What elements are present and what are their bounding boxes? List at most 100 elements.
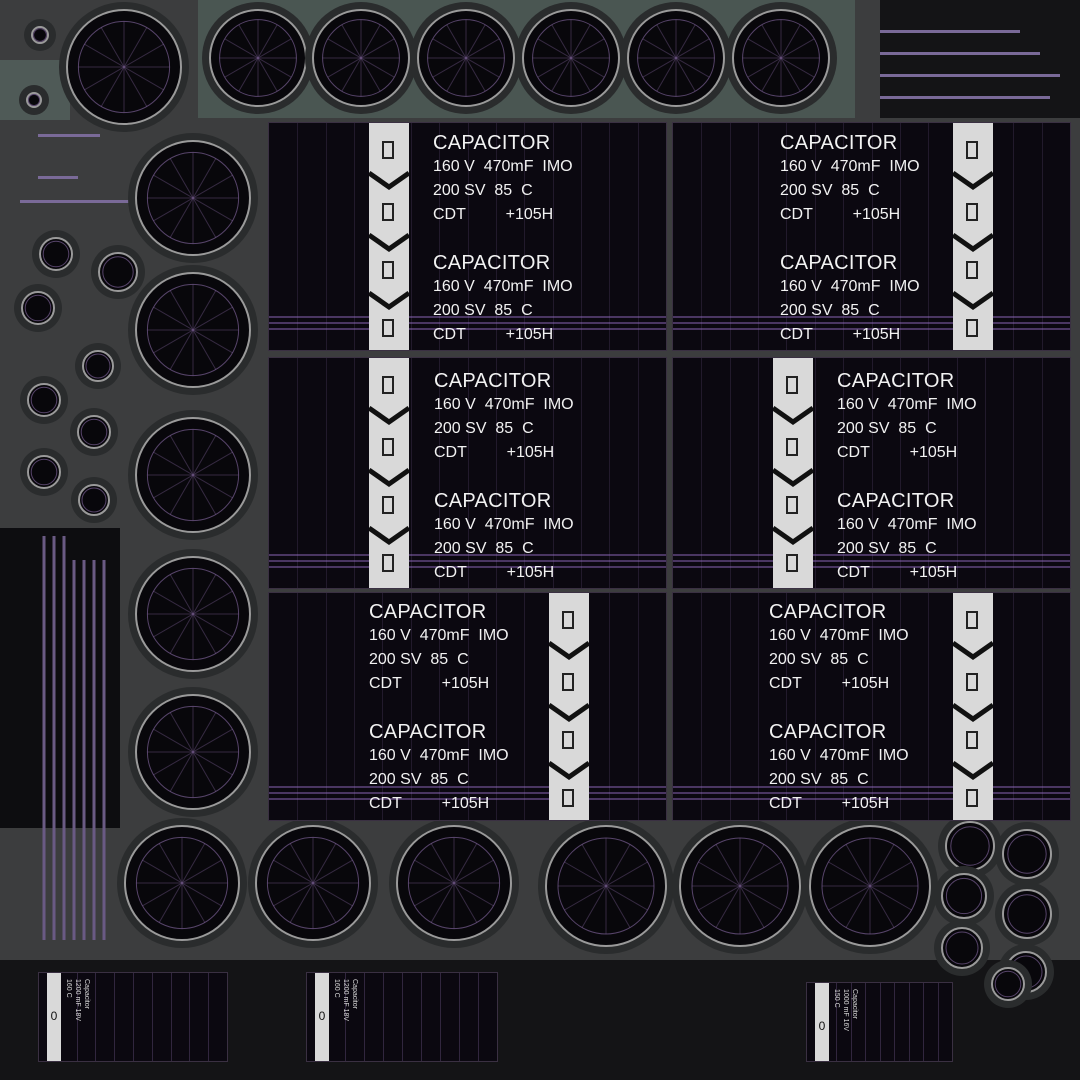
label-title: CAPACITOR [433,252,551,274]
chevron-mark [369,405,409,426]
small-label-line: 1200 mF 18V [342,979,349,1022]
circle-cap-spoke [446,24,486,92]
circle-cap-disc [545,825,667,947]
circle-cap-ring [24,294,52,322]
wire-line [836,983,837,1061]
circle-cap [995,822,1059,886]
wire-line [928,358,930,588]
circle-cap [24,19,56,51]
wire-line [729,123,731,350]
circle-cap-disc [255,825,371,941]
label-spec-line: 160 V 470mF IMO [434,516,574,533]
wire-line [814,593,816,820]
circle-cap-ring [691,837,789,935]
circle-cap-spoke [169,574,217,654]
wire-line [908,983,910,1061]
circle-cap-disc [135,140,251,256]
circle-cap [20,448,68,496]
circle-cap-disc [135,272,251,388]
circle-cap-ring [322,19,400,97]
strip-slot [786,554,798,572]
strip-slot [966,141,978,159]
label-spec-line: 200 SV 85 C [369,771,469,788]
label-title: CAPACITOR [769,721,887,743]
wire-line [871,358,873,588]
circle-cap-spoke [153,451,233,499]
circle-cap-spoke [238,24,278,92]
polarity-zero: 0 [318,1009,326,1023]
circle-cap-disc [1002,829,1052,879]
label-spec-line: 200 SV 85 C [433,302,533,319]
label-spec-line: 200 SV 85 C [434,540,534,557]
wire-line [325,358,327,588]
circle-cap-ring [994,970,1022,998]
small-label-line: 1200 mF 18V [74,979,81,1022]
polarity-zero: 0 [818,1019,826,1033]
circle-cap-spoke [656,24,696,92]
circle-cap-spoke [642,38,710,78]
circle-cap-ring [81,487,107,513]
circle-cap-disc [135,694,251,810]
label-spec-line: 160 V 470mF IMO [780,278,920,295]
strip-slot [382,203,394,221]
wire-line [786,123,788,350]
polarity-strip [369,123,409,350]
wire-line [814,123,816,350]
circle-cap-disc [31,26,49,44]
circle-cap-ring [85,353,111,379]
circle-cap-spoke [273,859,353,907]
circle-cap-spoke [153,174,233,222]
chevron-mark [953,702,993,723]
strip-slot [966,203,978,221]
chevron-marks [549,640,589,781]
circle-cap-ring [1007,834,1047,874]
wire-line [1013,593,1015,820]
circle-cap-spoke [656,24,696,92]
circle-cap-spoke [828,861,912,911]
pin-lines [42,536,106,940]
wire-line [478,973,479,1061]
chevron-mark [953,760,993,781]
circle-cap-ring [557,837,655,935]
label-spec-line: 160 V 470mF IMO [769,747,909,764]
label-spec-line: CDT +105H [837,564,958,581]
circle-cap-disc [27,383,61,417]
wire-line [495,593,497,820]
capacitor-label-panel [268,357,667,589]
circle-cap-ring [427,19,505,97]
circle-cap-disc [98,252,138,292]
label-spec-line: CDT +105H [434,444,555,461]
label-spec-line: 200 SV 85 C [434,420,534,437]
wire-line [189,973,191,1061]
label-spec-line: 160 V 470mF IMO [433,158,573,175]
wire-line [524,123,526,350]
circle-cap [19,85,49,115]
chevron-mark [369,232,409,253]
circle-cap-spoke [153,306,233,354]
circle-cap-spoke [169,712,217,792]
circle-cap-disc [78,484,110,516]
circle-cap-spoke [169,158,217,238]
wire-line [345,973,346,1061]
wire-line [899,358,901,588]
circle-cap [725,2,837,114]
wire-stripe [673,316,1070,318]
circle-cap [202,2,314,114]
label-spec-line: 200 SV 85 C [433,182,533,199]
chevron-mark [369,290,409,311]
circle-cap-ring [30,386,58,414]
circle-cap-spoke [142,859,222,907]
wire-stripe [269,798,666,800]
circle-cap-spoke [169,712,217,792]
chevron-marks [369,170,409,311]
wire-stripe [673,786,1070,788]
circle-cap-spoke [698,861,782,911]
circle-cap-disc [82,350,114,382]
circle-cap-spoke [761,24,801,92]
circle-cap-spoke [715,844,765,928]
